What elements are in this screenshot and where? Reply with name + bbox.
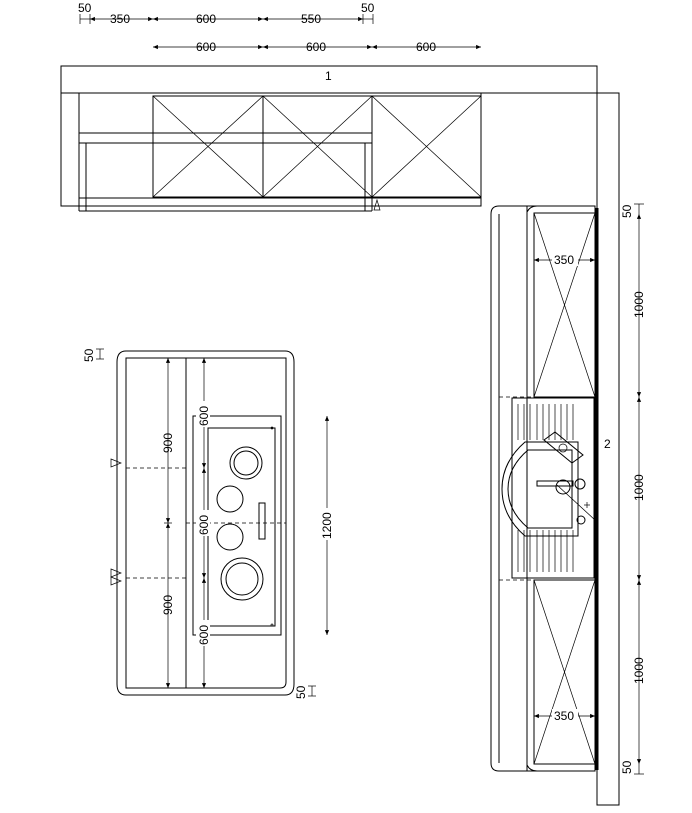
sink-unit: [499, 396, 596, 581]
wall-1-label: 1: [325, 69, 332, 83]
control-panel-icon: [258, 502, 266, 540]
top-dimension-row-1: 50 350 600 550 50: [78, 1, 375, 26]
dim-top-550: 550: [301, 12, 321, 26]
dim-island-900-b: 900: [161, 595, 175, 615]
dim-top-350: 350: [110, 12, 130, 26]
wall-2-label: 2: [604, 437, 611, 451]
kitchen-island: [110, 350, 295, 696]
dim-upper-600-b: 600: [306, 40, 326, 54]
dim-island-900-a: 900: [161, 433, 175, 453]
upper-cabinet-right-1: [533, 212, 596, 398]
upper-cabinet-top-3: [371, 95, 482, 198]
dim-depth-350-upper: 350: [554, 253, 574, 267]
dim-top-50-right: 50: [361, 1, 375, 15]
dim-top-600: 600: [196, 12, 216, 26]
dim-right-1000-a: 1000: [632, 291, 646, 318]
dim-island-inner-600-c: 600: [197, 625, 211, 645]
upper-wall-cabinets-top: [152, 95, 482, 198]
dim-island-inner-600-a: 600: [197, 406, 211, 426]
top-dimension-row-2: 600 600 600: [153, 40, 481, 54]
soap-dispenser-icon: [543, 431, 584, 464]
dim-upper-600-c: 600: [416, 40, 436, 54]
dim-top-50-left: 50: [78, 1, 92, 15]
burner-icon: [220, 557, 264, 601]
dim-right-1000-b: 1000: [632, 474, 646, 501]
dim-island-gap-bottom: 50: [294, 685, 308, 699]
dim-right-gap-top: 50: [620, 204, 634, 218]
drainboard-ribs-top: [517, 404, 574, 440]
dim-right-1000-c: 1000: [632, 657, 646, 684]
top-cabinet-run: [60, 92, 482, 212]
island-left-dimension-chain: 900 900: [161, 358, 175, 688]
right-dimension-chain: 50 1000 1000 1000 50: [620, 203, 646, 775]
dim-upper-600-a: 600: [196, 40, 216, 54]
burner-icon: [229, 446, 263, 480]
upper-wall-cabinets-right: 350 350: [533, 212, 596, 765]
dim-island-gap-top: 50: [82, 348, 96, 362]
wall-2: 2: [596, 66, 620, 806]
island-inner-dimension-chain: 600 600 600: [196, 358, 211, 688]
dim-island-1200: 1200: [320, 512, 334, 539]
burner-icon: [216, 523, 244, 551]
dim-right-gap-bottom: 50: [620, 760, 634, 774]
upper-cabinet-right-2: [533, 579, 596, 765]
island-total-depth-dimension: 1200: [320, 416, 334, 635]
dim-island-inner-600-b: 600: [197, 515, 211, 535]
wall-1: 1: [60, 65, 598, 94]
dim-depth-350-lower: 350: [554, 709, 574, 723]
island-gap-markers: 50 50: [82, 348, 316, 699]
drainboard-ribs-bottom: [517, 530, 574, 572]
faucet-icon: [536, 480, 574, 487]
burner-icon: [216, 485, 244, 513]
